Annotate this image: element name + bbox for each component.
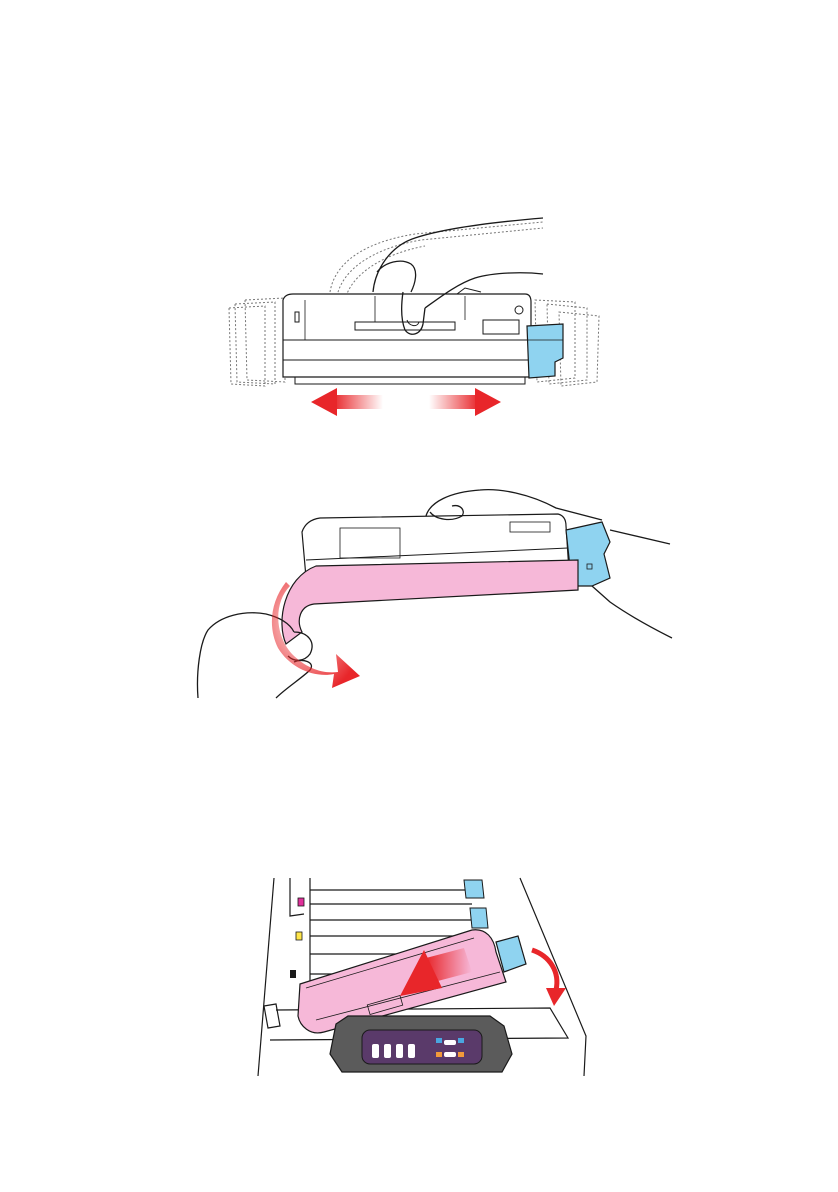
pink-tape-strip bbox=[282, 560, 578, 644]
control-panel-icon bbox=[330, 1016, 512, 1072]
figure-shake-cartridge bbox=[225, 212, 615, 427]
rotate-arrow-icon bbox=[532, 950, 566, 1006]
black-slot-marker bbox=[290, 970, 296, 978]
figure-remove-tape bbox=[190, 482, 680, 704]
figure-install-cartridge bbox=[250, 876, 588, 1078]
left-arrow-icon bbox=[311, 388, 383, 416]
magenta-slot-marker bbox=[298, 898, 304, 906]
yellow-slot-marker bbox=[296, 932, 302, 940]
right-arrow-icon bbox=[429, 388, 501, 416]
toner-cartridge-icon bbox=[283, 294, 563, 384]
